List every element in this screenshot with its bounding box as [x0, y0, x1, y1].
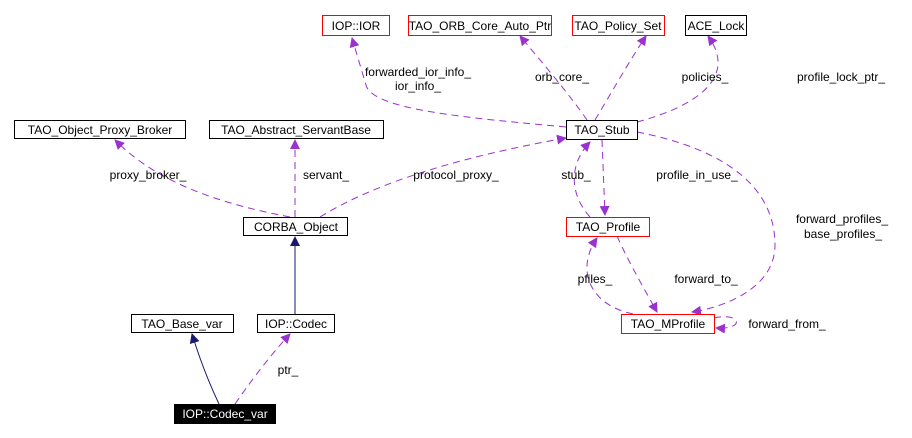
node-stub[interactable]: TAO_Stub [566, 120, 638, 140]
svg-text:TAO_Profile: TAO_Profile [576, 220, 641, 234]
node-policy-set[interactable]: TAO_Policy_Set [572, 15, 665, 36]
svg-text:TAO_Policy_Set: TAO_Policy_Set [574, 19, 662, 33]
label-pfiles: pfiles_ [578, 272, 613, 286]
node-base-var[interactable]: TAO_Base_var [131, 314, 234, 333]
label-forward-from: forward_from_ [748, 317, 826, 331]
label-profile-in-use: profile_in_use_ [656, 168, 738, 182]
edge-proxy-broker [114, 139, 291, 218]
label-forward-to: forward_to_ [674, 272, 738, 286]
edge-protocol-proxy [319, 134, 567, 218]
label-forwarded-ior-info: forwarded_ior_info_ [365, 65, 471, 79]
svg-text:TAO_Base_var: TAO_Base_var [141, 317, 222, 331]
edges [114, 35, 776, 405]
svg-text:TAO_Abstract_ServantBase: TAO_Abstract_ServantBase [221, 123, 371, 137]
label-protocol-proxy: protocol_proxy_ [413, 168, 499, 182]
edge-policies [594, 35, 647, 121]
edge-stub [573, 141, 591, 218]
node-mprofile[interactable]: TAO_MProfile [621, 314, 715, 334]
label-orb-core: orb_core_ [535, 70, 589, 84]
label-servant: servant_ [303, 168, 349, 182]
node-codec[interactable]: IOP::Codec [257, 314, 335, 333]
node-object-proxy-broker[interactable]: TAO_Object_Proxy_Broker [14, 120, 186, 139]
label-base-profiles: base_profiles_ [804, 227, 882, 241]
label-ior-info: ior_info_ [395, 79, 441, 93]
node-profile[interactable]: TAO_Profile [566, 217, 650, 237]
svg-text:TAO_Object_Proxy_Broker: TAO_Object_Proxy_Broker [28, 123, 173, 137]
svg-text:ACE_Lock: ACE_Lock [688, 19, 746, 33]
edge-forward-from [713, 316, 737, 334]
svg-text:TAO_Stub: TAO_Stub [574, 123, 629, 137]
edge-pfiles [586, 237, 634, 315]
node-orb-core-auto-ptr[interactable]: TAO_ORB_Core_Auto_Ptr [408, 15, 552, 36]
edge-labels: forwarded_ior_info_ ior_info_ orb_core_ … [110, 65, 889, 377]
label-policies: policies_ [682, 70, 729, 84]
node-abstract-servant-base[interactable]: TAO_Abstract_ServantBase [209, 120, 384, 139]
node-ior[interactable]: IOP::IOR [322, 15, 390, 36]
label-proxy-broker: proxy_broker_ [110, 168, 187, 182]
svg-text:TAO_ORB_Core_Auto_Ptr: TAO_ORB_Core_Auto_Ptr [409, 19, 552, 33]
svg-text:IOP::Codec: IOP::Codec [265, 317, 327, 331]
label-profile-lock-ptr: profile_lock_ptr_ [797, 70, 885, 84]
edge-profile-in-use [599, 139, 610, 216]
edge-inherit-base-var [189, 333, 220, 405]
svg-text:IOP::Codec_var: IOP::Codec_var [182, 407, 267, 421]
edge-forward-to [616, 235, 658, 313]
node-corba-object[interactable]: CORBA_Object [243, 217, 348, 236]
node-codec-var: IOP::Codec_var [174, 404, 276, 424]
svg-text:CORBA_Object: CORBA_Object [254, 220, 339, 234]
edge-orb-core [519, 35, 588, 121]
label-stub: stub_ [561, 168, 591, 182]
edge-profile-lock-ptr [636, 35, 719, 123]
edge-ior-info [349, 37, 567, 128]
svg-text:IOP::IOR: IOP::IOR [332, 19, 381, 33]
label-forward-profiles: forward_profiles_ [796, 212, 888, 226]
label-ptr: ptr_ [278, 363, 299, 377]
node-ace-lock[interactable]: ACE_Lock [685, 15, 747, 36]
edge-ptr [234, 333, 291, 405]
svg-text:TAO_MProfile: TAO_MProfile [631, 317, 706, 331]
